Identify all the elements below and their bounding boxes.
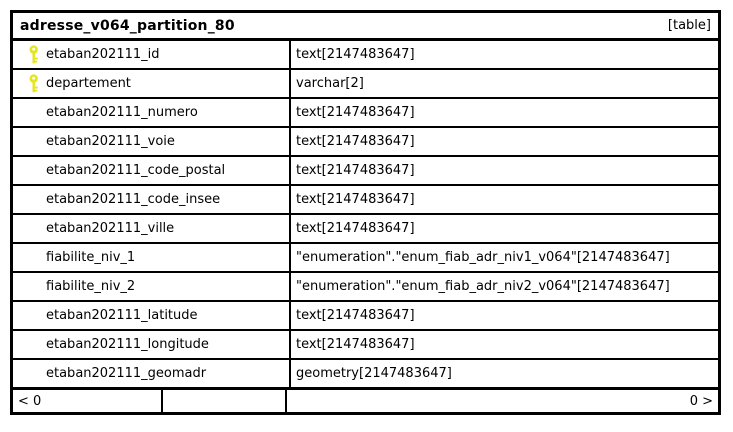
column-type: text[2147483647] [289, 215, 718, 242]
column-name-cell: fiabilite_niv_2 [13, 273, 289, 300]
primary-key-icon [28, 74, 40, 93]
column-name: etaban202111_code_insee [46, 192, 221, 207]
column-type: text[2147483647] [289, 186, 718, 213]
column-name: fiabilite_niv_1 [46, 250, 136, 265]
column-name: etaban202111_geomadr [46, 366, 207, 381]
column-name: etaban202111_latitude [46, 308, 198, 323]
column-name-cell: etaban202111_numero [13, 99, 289, 126]
column-name-cell: etaban202111_voie [13, 128, 289, 155]
footer-parents-count: 0 > [689, 393, 713, 409]
column-name: etaban202111_numero [46, 105, 198, 120]
table-node: adresse_v064_partition_80 [table] etaban… [10, 10, 721, 415]
table-row: etaban202111_geomadr geometry[2147483647… [13, 360, 718, 390]
column-type: varchar[2] [289, 70, 718, 97]
column-name: fiabilite_niv_2 [46, 279, 136, 294]
column-name-cell: departement [13, 70, 289, 97]
table-row: etaban202111_latitude text[2147483647] [13, 302, 718, 331]
column-name-cell: etaban202111_longitude [13, 331, 289, 358]
column-name-cell: etaban202111_code_postal [13, 157, 289, 184]
column-type: text[2147483647] [289, 99, 718, 126]
column-type: text[2147483647] [289, 302, 718, 329]
column-name: etaban202111_code_postal [46, 163, 226, 178]
table-row: fiabilite_niv_1 "enumeration"."enum_fiab… [13, 244, 718, 273]
column-name: etaban202111_ville [46, 221, 175, 236]
table-row: etaban202111_id text[2147483647] [13, 41, 718, 70]
table-title[interactable]: adresse_v064_partition_80 [20, 17, 235, 34]
primary-key-glyph [29, 45, 38, 64]
column-name-cell: etaban202111_latitude [13, 302, 289, 329]
column-name: etaban202111_longitude [46, 337, 209, 352]
column-name-cell: etaban202111_ville [13, 215, 289, 242]
column-name: etaban202111_id [46, 47, 160, 62]
table-row: etaban202111_ville text[2147483647] [13, 215, 718, 244]
column-name-cell: etaban202111_code_insee [13, 186, 289, 213]
table-row: departement varchar[2] [13, 70, 718, 99]
column-rows: etaban202111_id text[2147483647] departe… [13, 41, 718, 390]
table-row: etaban202111_voie text[2147483647] [13, 128, 718, 157]
table-row: etaban202111_code_postal text[2147483647… [13, 157, 718, 186]
column-type: geometry[2147483647] [289, 360, 718, 387]
column-type: "enumeration"."enum_fiab_adr_niv2_v064"[… [289, 273, 718, 300]
table-type-badge: [table] [667, 18, 711, 33]
table-row: fiabilite_niv_2 "enumeration"."enum_fiab… [13, 273, 718, 302]
table-header: adresse_v064_partition_80 [table] [13, 13, 718, 41]
table-footer: < 0 0 > [13, 390, 718, 412]
column-type: text[2147483647] [289, 157, 718, 184]
column-name: etaban202111_voie [46, 134, 175, 149]
column-type: text[2147483647] [289, 41, 718, 68]
table-row: etaban202111_code_insee text[2147483647] [13, 186, 718, 215]
column-name-cell: etaban202111_id [13, 41, 289, 68]
column-type: "enumeration"."enum_fiab_adr_niv1_v064"[… [289, 244, 718, 271]
column-name-cell: fiabilite_niv_1 [13, 244, 289, 271]
table-row: etaban202111_longitude text[2147483647] [13, 331, 718, 360]
primary-key-glyph [29, 74, 38, 93]
footer-children-count: < 0 [13, 390, 163, 412]
column-name: departement [46, 76, 131, 91]
column-type: text[2147483647] [289, 331, 718, 358]
footer-spacer-cell [163, 390, 287, 412]
column-name-cell: etaban202111_geomadr [13, 360, 289, 387]
primary-key-icon [28, 45, 40, 64]
column-type: text[2147483647] [289, 128, 718, 155]
table-row: etaban202111_numero text[2147483647] [13, 99, 718, 128]
